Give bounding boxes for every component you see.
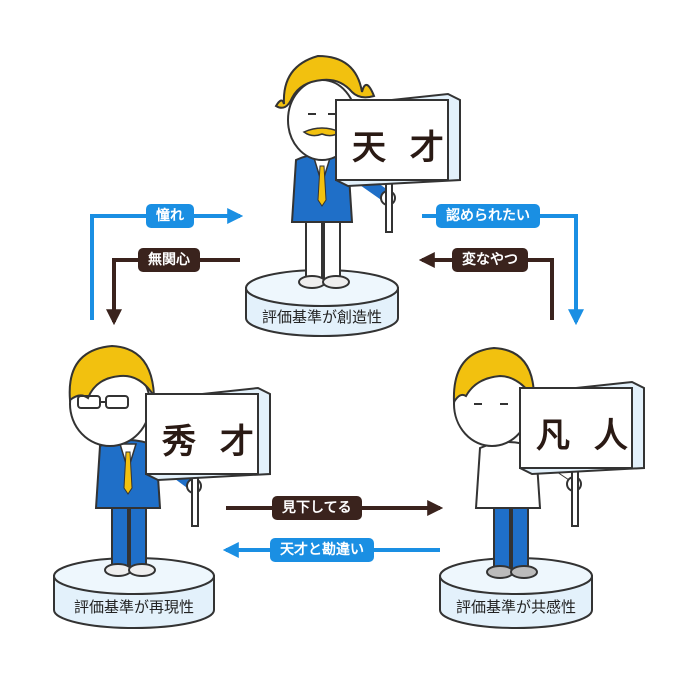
talent-sign <box>145 386 271 482</box>
ordinary-figure <box>439 346 645 629</box>
ordinary-criterion: 評価基準が共感性 <box>455 598 576 616</box>
label-ordinary-to-talent: 天才と勘違い <box>270 538 374 562</box>
talent-criterion: 評価基準が再現性 <box>73 598 194 616</box>
talent-pedestal <box>53 557 215 629</box>
ordinary-sign <box>519 380 645 476</box>
label-genius-to-ordinary: 変なやつ <box>452 248 528 272</box>
genius-criterion: 評価基準が創造性 <box>261 308 382 326</box>
talent-sign-label: 秀 才 <box>162 422 260 462</box>
talent-figure <box>53 344 271 629</box>
label-genius-to-talent: 無関心 <box>138 248 200 272</box>
label-talent-to-ordinary: 見下してる <box>272 496 362 520</box>
label-ordinary-to-genius: 認められたい <box>436 204 540 228</box>
genius-figure <box>245 54 461 337</box>
ordinary-sign-label: 凡 人 <box>536 416 634 456</box>
label-talent-to-genius: 憧れ <box>146 204 194 228</box>
genius-sign <box>335 92 461 188</box>
genius-sign-label: 天 才 <box>352 128 450 168</box>
